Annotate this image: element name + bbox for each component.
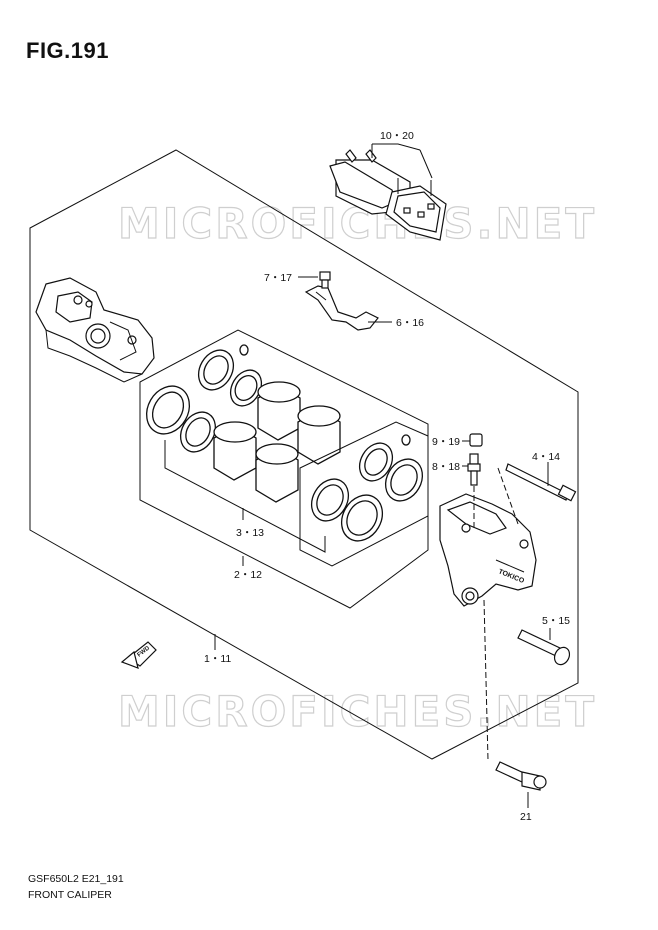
pads-leader [371, 143, 433, 179]
caliper-half-right: TOKICO [439, 493, 537, 607]
callout-1-11: 1・11 [204, 653, 231, 665]
bracket-bolt [495, 761, 547, 791]
bleeder-valve [467, 453, 481, 486]
seal-panel-right [299, 421, 429, 567]
footer-section-title: FRONT CALIPER [28, 889, 112, 901]
bleeder-cap [469, 433, 483, 447]
piston-cups [213, 381, 341, 503]
callout-10-20: 10・20 [380, 130, 414, 142]
callout-7-17: 7・17 [264, 272, 292, 284]
piston-bracket [164, 440, 326, 553]
piston-left-top [145, 385, 217, 453]
forward-arrow-icon: FWD [120, 641, 157, 669]
pad-pin-guide [497, 467, 519, 525]
piston-seals-upper [197, 344, 263, 407]
page-title: FIG.191 [26, 38, 109, 63]
callout-3-13: 3・13 [236, 527, 264, 539]
footer-model-code: GSF650L2 E21_191 [28, 873, 124, 885]
callout-9-19: 9・19 [432, 436, 460, 448]
bolt-guide [483, 599, 489, 761]
callout-6-16: 6・16 [396, 317, 424, 329]
callout-21: 21 [520, 811, 532, 823]
brake-pads [329, 149, 447, 241]
watermark-bottom: MICROFICHES.NET [118, 687, 597, 736]
callout-8-18: 8・18 [432, 461, 460, 473]
piston-seals-right [310, 434, 424, 542]
pad-spring-bolt [319, 271, 331, 289]
mounting-bolt [517, 629, 571, 666]
seal-kit-outline [139, 329, 429, 609]
caliper-half-left [35, 277, 155, 383]
pad-spring [304, 285, 379, 331]
assembly-outline [29, 149, 579, 760]
pad-pin [505, 463, 577, 502]
callout-4-14: 4・14 [532, 451, 560, 463]
callout-2-12: 2・12 [234, 569, 262, 581]
callout-5-15: 5・15 [542, 615, 570, 627]
watermark-top: MICROFICHES.NET [118, 199, 597, 248]
